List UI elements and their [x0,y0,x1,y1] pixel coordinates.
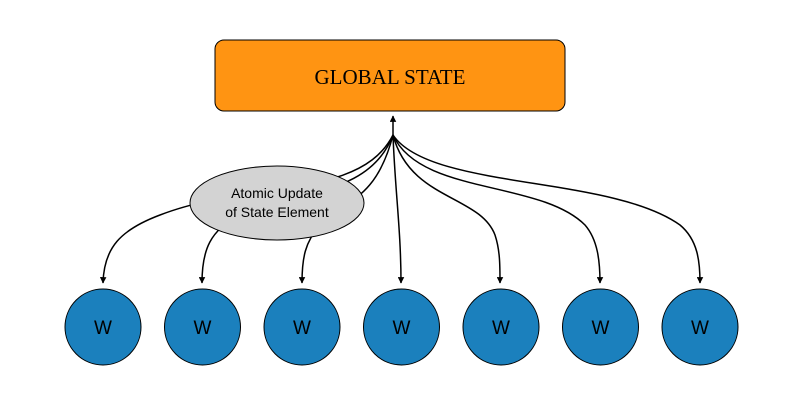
worker-label: W [393,318,411,339]
annotation-ellipse [189,165,365,241]
edge-to-worker-7 [392,134,704,284]
worker-node-4: W [363,288,440,366]
worker-circle [661,288,739,366]
worker-label: W [492,318,510,339]
worker-label: W [592,318,610,339]
edge-to-worker-6 [392,134,604,284]
global-state-label: GLOBAL STATE [315,65,466,89]
worker-node-3: W [263,288,341,366]
annotation-line-2: of State Element [225,204,329,220]
worker-node-7: W [661,288,739,366]
edge-to-worker-4 [392,134,405,284]
worker-label: W [293,318,311,339]
worker-circle [462,288,540,366]
edge-to-worker-5 [392,134,504,284]
worker-node-2: W [164,288,241,366]
annotation-line-1: Atomic Update [231,185,323,201]
global-state-node: GLOBAL STATE [214,39,566,112]
worker-node-5: W [462,288,540,366]
worker-node-6: W [562,288,639,366]
global-state-box [214,39,566,112]
worker-circle [164,288,241,366]
worker-circle [363,288,440,366]
worker-circle [263,288,341,366]
edges [99,134,704,284]
annotation-atomic-update: Atomic Update of State Element [189,165,365,241]
worker-label: W [94,318,112,339]
worker-circle [562,288,639,366]
worker-circle [64,288,142,366]
worker-label: W [194,318,212,339]
worker-node-1: W [64,288,142,366]
worker-label: W [691,318,709,339]
